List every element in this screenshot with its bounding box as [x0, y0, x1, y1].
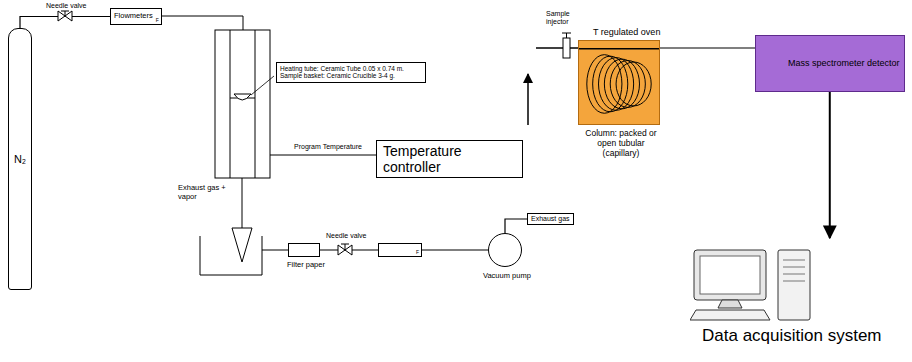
node-label: N₂: [14, 153, 26, 166]
carrier-line: [536, 47, 582, 49]
flowmeter: FlowmetersF: [110, 8, 162, 25]
node-label: Mass spectrometer detector: [788, 58, 900, 68]
node-sublabel: F: [156, 18, 159, 24]
node-label: Heating tube: Ceramic Tube 0.05 x 0.74 m…: [280, 65, 422, 80]
node-label: Flowmeters: [114, 12, 153, 21]
sample-injector: [562, 33, 571, 58]
flowmeter: F: [378, 243, 422, 257]
node-label: Data acquisition system: [702, 326, 882, 346]
filter-housing: Filter paper: [288, 243, 320, 257]
pipe-connector: [20, 17, 110, 29]
leader-line: [251, 76, 274, 95]
annotation-label: Sample injector: [546, 10, 588, 26]
gas-cylinder: N₂: [8, 28, 32, 290]
mass-spectrometer: Mass spectrometer detector: [755, 35, 905, 92]
pipe-connector: [422, 249, 488, 250]
node-label: Exhaust gas: [531, 215, 570, 223]
specification-callout: Heating tube: Ceramic Tube 0.05 x 0.74 m…: [276, 62, 426, 83]
computer-icon: [690, 246, 815, 322]
annotation-label: Program Temperature: [294, 143, 362, 151]
temperature-controller: Temperature controller: [376, 140, 523, 178]
pipe-connector: [660, 47, 755, 48]
needle-valve: [58, 11, 72, 21]
control-line: [270, 155, 378, 156]
node-label: Vacuum pump: [483, 272, 531, 281]
gas-line: [150, 16, 243, 30]
tube-furnace: [215, 30, 270, 178]
exhaust-outlet: Exhaust gas: [527, 213, 574, 225]
node-label: Temperature controller: [383, 143, 516, 175]
node-sublabel: Column: packed or open tubular (capillar…: [579, 129, 663, 158]
vacuum-pump: Vacuum pump: [488, 233, 522, 267]
pipe-connector: [505, 219, 527, 233]
annotation-label: Needle valve: [46, 2, 86, 10]
transfer-arrow: [527, 74, 529, 125]
node-label: Filter paper: [287, 261, 325, 270]
computer: Data acquisition system: [690, 238, 905, 346]
annotation-label: Exhaust gas + vapor: [178, 184, 232, 201]
pipe-connector: [829, 92, 831, 238]
node-label: F: [416, 250, 419, 256]
needle-valve: [338, 244, 352, 255]
annotation-label: Needle valve: [326, 232, 366, 240]
node-label: T regulated oven: [593, 27, 660, 37]
gc-oven: T regulated ovenColumn: packed or open t…: [578, 40, 660, 125]
column-coil: [579, 41, 659, 124]
